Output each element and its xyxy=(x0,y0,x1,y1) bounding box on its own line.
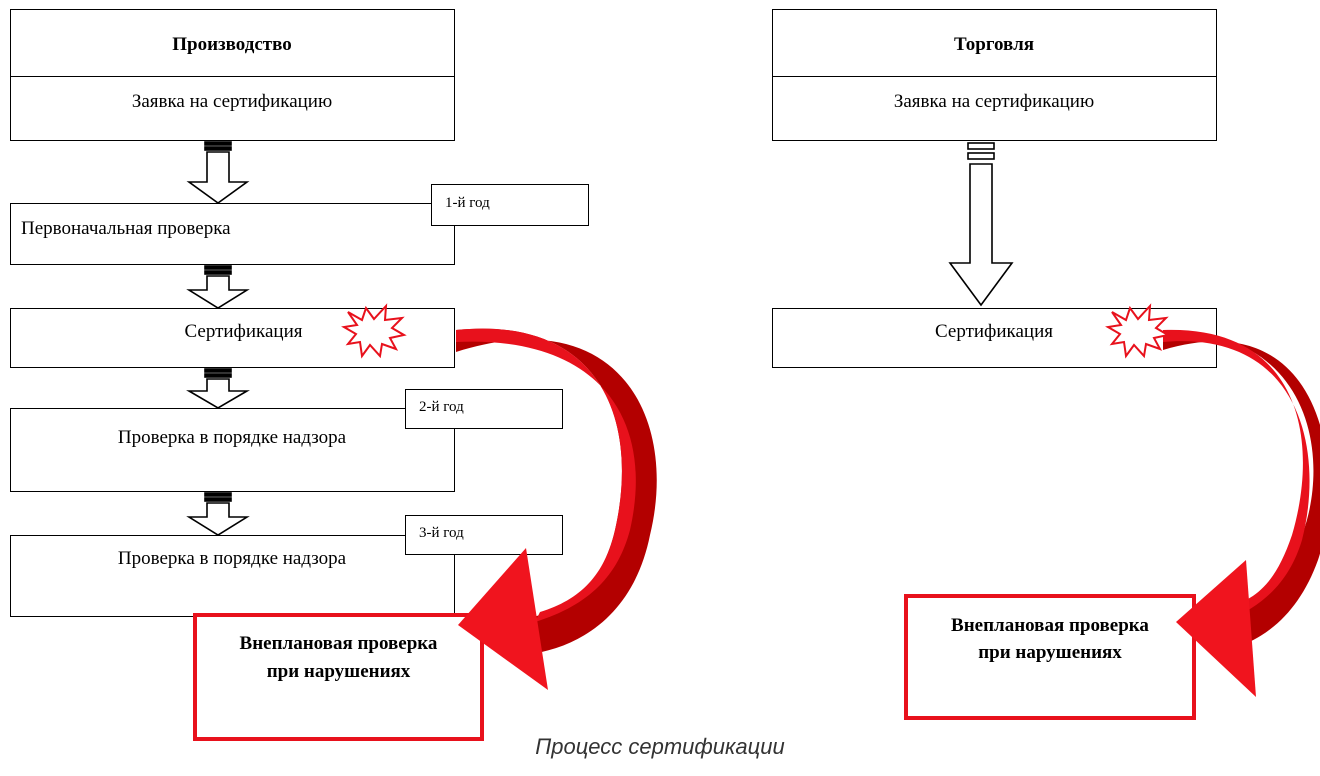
year-2-box: 2-й год xyxy=(405,389,563,429)
production-application-box: Заявка на сертификацию xyxy=(10,76,455,141)
production-certification: Сертификация xyxy=(184,321,303,342)
curved-arrow-icon xyxy=(1163,329,1320,697)
down-arrow-icon xyxy=(186,141,250,204)
production-unplanned-line-1: Внеплановая проверка xyxy=(239,633,438,654)
down-arrow-icon xyxy=(948,142,1014,307)
trade-unplanned-line-1: Внеплановая проверка xyxy=(951,615,1149,636)
trade-header: Торговля xyxy=(953,34,1035,55)
year-2-label: 2-й год xyxy=(419,399,464,415)
trade-unplanned-line-2: при нарушениях xyxy=(978,642,1122,663)
trade-application-box: Заявка на сертификацию xyxy=(772,76,1217,141)
production-header: Производство xyxy=(172,34,292,55)
violation-burst-icon xyxy=(1105,303,1171,359)
down-arrow-icon xyxy=(186,492,250,536)
down-arrow-icon xyxy=(186,265,250,309)
figure-caption: Процесс сертификации xyxy=(535,734,785,759)
curved-arrow-icon xyxy=(456,328,657,690)
trade-application: Заявка на сертификацию xyxy=(893,91,1095,112)
production-unplanned-box: Внеплановая проверка при нарушениях xyxy=(193,613,484,741)
production-supervision-2: Проверка в порядке надзора xyxy=(117,548,347,569)
production-initial-check-box: Первоначальная проверка xyxy=(10,203,455,265)
violation-burst-icon xyxy=(341,303,407,359)
year-3-label: 3-й год xyxy=(419,525,464,541)
trade-certification: Сертификация xyxy=(935,321,1053,342)
production-supervision-1: Проверка в порядке надзора xyxy=(117,427,347,448)
trade-header-box: Торговля xyxy=(772,9,1217,77)
production-header-box: Производство xyxy=(10,9,455,77)
year-3-box: 3-й год xyxy=(405,515,563,555)
production-supervision-2-box: Проверка в порядке надзора xyxy=(10,535,455,617)
production-unplanned-line-2: при нарушениях xyxy=(266,661,411,682)
production-application: Заявка на сертификацию xyxy=(131,91,333,112)
trade-unplanned-box: Внеплановая проверка при нарушениях xyxy=(904,594,1196,720)
year-1-box: 1-й год xyxy=(431,184,589,226)
down-arrow-icon xyxy=(186,368,250,409)
year-1-label: 1-й год xyxy=(445,195,490,211)
production-supervision-1-box: Проверка в порядке надзора xyxy=(10,408,455,492)
production-initial-check: Первоначальная проверка xyxy=(21,218,231,239)
